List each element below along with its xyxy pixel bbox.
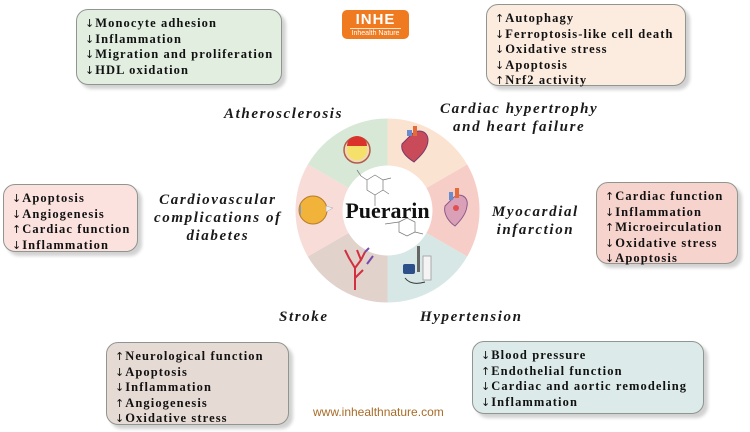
effect-item: ↓Inflammation [115,380,213,394]
enlarged-heart-icon [401,126,429,163]
logo-title: INHE [355,11,396,28]
blood-pressure-monitor-icon [403,246,432,284]
down-arrow-icon: ↓ [115,381,125,394]
effect-item: ↑Endothelial function [481,363,623,378]
label-myocardial-infarction: Myocardial infarction [492,204,579,238]
label-hypertension: Hypertension [420,309,523,325]
myocardial-effects-box: ↑Cardiac function ↓Inflammation ↑Microei… [596,182,738,265]
atherosclerosis-effects-box: ↓Monocyte adhesion ↓Inflammation ↓Migrat… [76,9,282,85]
down-arrow-icon: ↓ [85,48,95,61]
up-arrow-icon: ↑ [605,190,615,203]
effect-item: ↓Apoptosis [115,364,188,379]
effect-item: ↑Autophagy [495,11,575,25]
down-arrow-icon: ↓ [495,58,505,72]
effect-item: ↓Apoptosis [605,251,678,265]
up-arrow-icon: ↑ [605,221,615,234]
up-arrow-icon: ↑ [115,396,125,410]
down-arrow-icon: ↓ [12,207,22,221]
effect-item: ↓Apoptosis [12,191,85,205]
down-arrow-icon: ↓ [605,205,615,219]
effect-item: ↓Oxidative stress [605,235,718,250]
effect-item: ↓Cardiac and aortic remodeling [481,379,688,393]
label-diabetes: Cardiovascular complications of diabetes [154,192,282,244]
website-url[interactable]: www.inhealthnature.com [313,405,444,419]
hypertension-effects-box: ↓Blood pressure ↑Endothelial function ↓C… [472,341,704,414]
up-arrow-icon: ↑ [495,12,505,25]
down-arrow-icon: ↓ [85,32,95,46]
effect-item: ↓Angiogenesis [12,206,105,221]
logo-subtitle: Inhealth Nature [350,28,401,37]
down-arrow-icon: ↓ [605,252,615,265]
brain-vessels-icon [344,247,374,290]
eye-retina-icon [298,195,334,225]
down-arrow-icon: ↓ [495,43,505,56]
effect-item: ↑Microeirculation [605,220,723,234]
effect-item: ↓Ferroptosis-like cell death [495,26,674,41]
effect-item: ↓Inflammation [481,394,579,409]
down-arrow-icon: ↓ [481,380,491,393]
up-arrow-icon: ↑ [115,350,125,363]
diabetes-effects-box: ↓Apoptosis ↓Angiogenesis ↑Cardiac functi… [3,184,138,252]
effect-item: ↓HDL oxidation [85,62,190,77]
up-arrow-icon: ↑ [495,74,505,87]
label-cardiac-hypertrophy: Cardiac hypertrophy and heart failure [440,101,599,135]
effect-item: ↑Cardiac function [605,189,724,203]
down-arrow-icon: ↓ [495,27,505,41]
disease-wheel: Puerarin [295,118,480,303]
up-arrow-icon: ↑ [481,364,491,378]
down-arrow-icon: ↓ [12,238,22,252]
cardiac-effects-box: ↑Autophagy ↓Ferroptosis-like cell death … [486,4,686,87]
segment-diabetes [295,164,388,257]
effect-item: ↓Inflammation [605,204,703,219]
effect-item: ↑Neurological function [115,349,264,363]
center-title: Puerarin [345,198,429,223]
segment-myocardial [387,164,480,257]
artery-plaque-icon [343,136,371,164]
down-arrow-icon: ↓ [605,236,615,250]
effect-item: ↑Nrf2 activity [495,73,588,87]
effect-item: ↓Inflammation [12,237,110,252]
effect-item: ↓Apoptosis [495,57,568,72]
down-arrow-icon: ↓ [12,192,22,205]
effect-item: ↓Blood pressure [481,348,587,362]
down-arrow-icon: ↓ [115,365,125,379]
down-arrow-icon: ↓ [85,17,95,30]
stroke-effects-box: ↑Neurological function ↓Apoptosis ↓Infla… [106,342,289,425]
label-atherosclerosis: Atherosclerosis [224,106,344,122]
puerarin-molecule-structure [356,169,424,237]
down-arrow-icon: ↓ [115,412,125,425]
down-arrow-icon: ↓ [481,395,491,409]
effect-item: ↓Oxidative stress [115,411,228,425]
inhe-logo: INHE Inhealth Nature [342,10,409,39]
effect-item: ↓Monocyte adhesion [85,16,218,30]
down-arrow-icon: ↓ [85,63,95,77]
up-arrow-icon: ↑ [12,223,22,236]
label-stroke: Stroke [279,309,329,325]
effect-item: ↓Inflammation [85,31,183,46]
effect-item: ↓Migration and proliferation [85,47,274,61]
down-arrow-icon: ↓ [481,349,491,362]
effect-item: ↑Cardiac function [12,222,131,236]
effect-item: ↓Oxidative stress [495,42,608,56]
infarcted-heart-icon [444,188,468,227]
effect-item: ↑Angiogenesis [115,395,208,410]
